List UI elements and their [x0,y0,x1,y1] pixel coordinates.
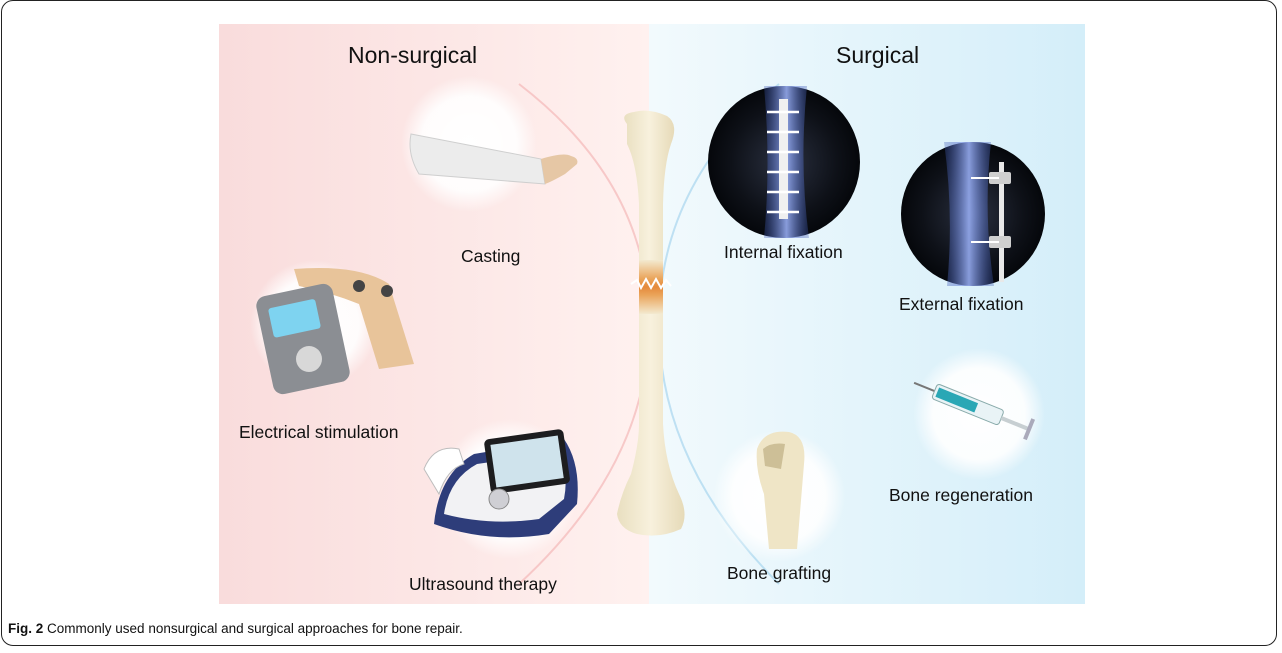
caption-text: Commonly used nonsurgical and surgical a… [47,621,463,636]
figure-panel: Non-surgical Surgical Casting Electrical… [219,24,1085,604]
external-fixation-label: External fixation [899,294,1024,315]
casting-label: Casting [461,246,520,267]
surgical-title: Surgical [836,42,919,69]
bone-regeneration-label: Bone regeneration [889,485,1033,506]
figure-caption: Fig. 2 Commonly used nonsurgical and sur… [8,621,463,636]
electrical-stimulation-label: Electrical stimulation [239,422,399,443]
internal-fixation-label: Internal fixation [724,242,843,263]
bone-grafting-illustration [713,430,845,562]
internal-fixation-illustration [708,86,860,238]
ultrasound-therapy-label: Ultrasound therapy [409,574,557,595]
bone-grafting-label: Bone grafting [727,563,831,584]
caption-label: Fig. 2 [8,621,43,636]
external-fixation-illustration [901,142,1045,286]
non-surgical-title: Non-surgical [348,42,477,69]
